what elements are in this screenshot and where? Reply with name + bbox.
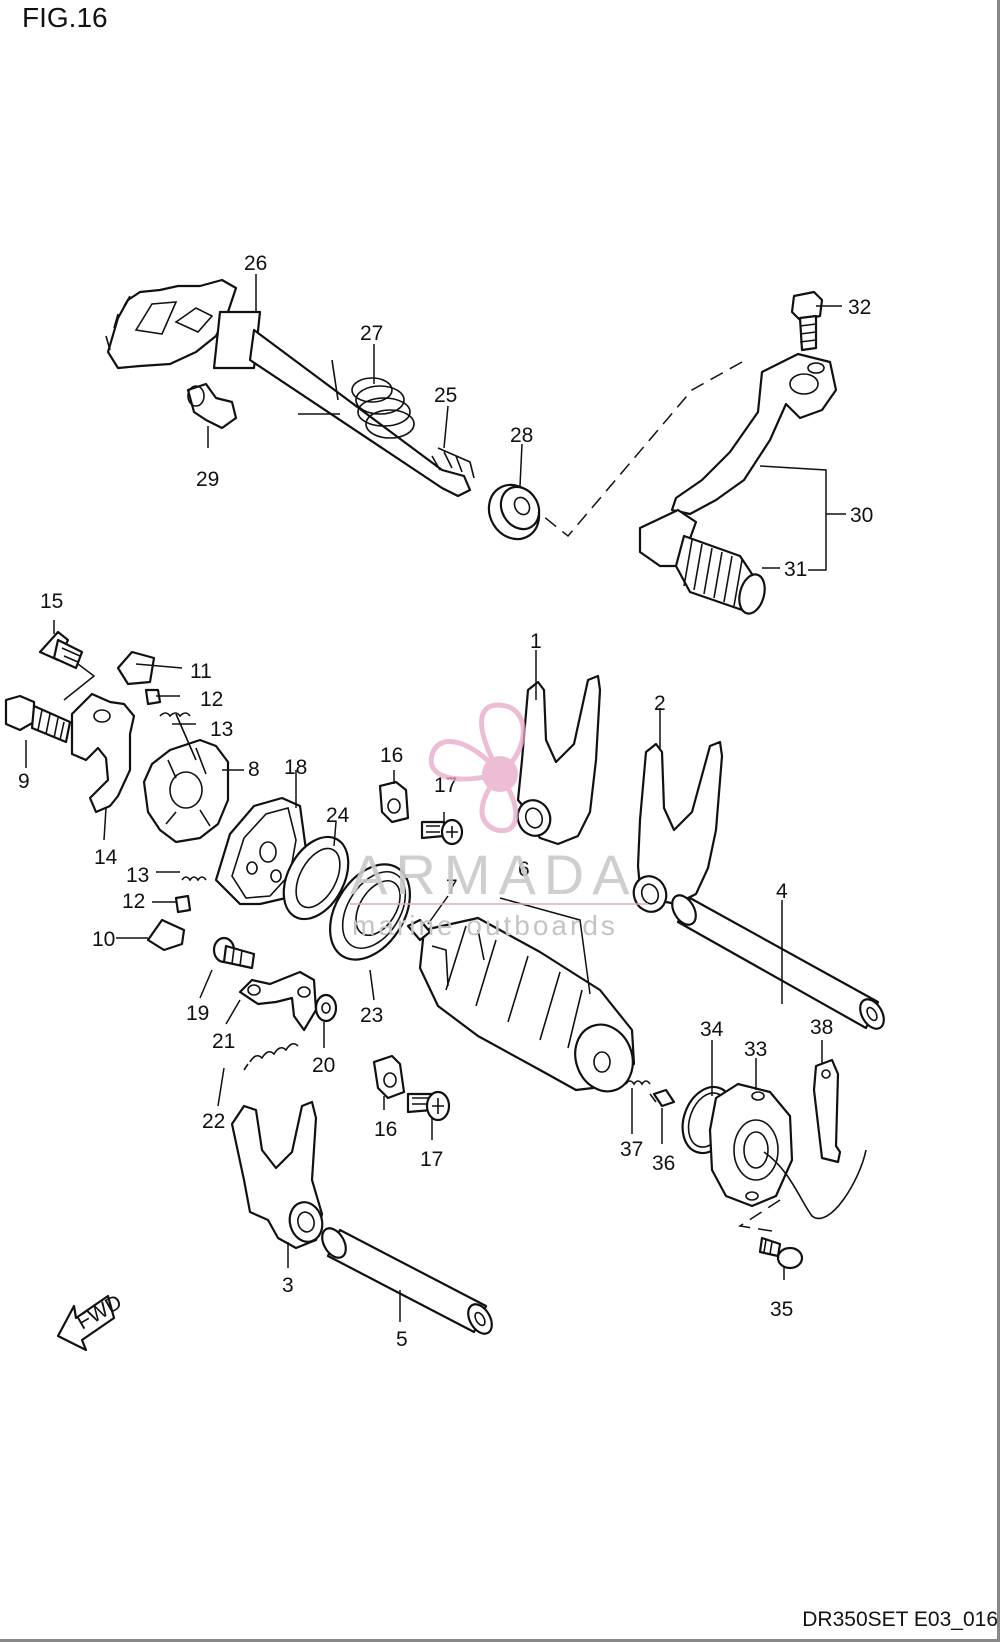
callout-37: 37	[620, 1138, 643, 1161]
callout-7: 7	[446, 876, 458, 899]
gearshift-cam-plate-8	[142, 713, 230, 844]
watermark-logo-icon	[350, 702, 648, 905]
bolt-32	[790, 290, 824, 352]
callout-36: 36	[652, 1152, 675, 1175]
callout-33: 33	[744, 1038, 767, 1061]
callout-30: 30	[850, 504, 873, 527]
frame-edge-right	[997, 0, 1000, 1642]
callout-3: 3	[282, 1274, 294, 1297]
callout-18: 18	[284, 756, 307, 779]
callout-12-lower: 12	[122, 890, 145, 913]
return-spring-27	[298, 359, 415, 439]
callout-2: 2	[654, 692, 666, 715]
screw-17-lower	[406, 1090, 451, 1122]
gearshift-lever-30	[638, 352, 838, 568]
spring-22	[243, 1042, 299, 1071]
spring-13-upper	[159, 712, 191, 718]
fork-shaft-4	[671, 894, 885, 1030]
bearing-23	[329, 863, 411, 961]
callout-14: 14	[94, 846, 118, 869]
footpeg-rubber-31	[674, 534, 766, 615]
pawl-11	[116, 650, 156, 686]
callout-13-upper: 13	[210, 718, 233, 741]
diagram-code: DR350SET E03_016	[802, 1608, 998, 1631]
screw-15	[38, 630, 84, 670]
fwd-arrow-icon: FWD	[56, 1290, 126, 1352]
spring-13-lower	[181, 876, 207, 882]
callout-10: 10	[92, 928, 115, 951]
callout-11: 11	[190, 660, 212, 683]
shift-fork-1	[516, 674, 602, 846]
callout-12-upper: 12	[200, 688, 223, 711]
contact-36	[649, 1088, 676, 1108]
fork-shaft-5	[321, 1227, 493, 1335]
washer-24	[282, 835, 350, 921]
callout-34: 34	[700, 1018, 724, 1041]
bolt-35	[758, 1236, 804, 1270]
leader-lines	[25, 274, 846, 1322]
callout-31: 31	[784, 558, 807, 581]
callout-13-lower: 13	[126, 864, 149, 887]
callout-4: 4	[776, 880, 788, 903]
callout-29: 29	[196, 468, 219, 491]
bolt-9	[4, 694, 72, 744]
watermark-tagline: marine outboards	[352, 910, 618, 941]
callout-26: 26	[244, 252, 267, 275]
callout-16-upper: 16	[380, 744, 403, 767]
callout-16-lower: 16	[374, 1118, 397, 1141]
plate-16-lower	[372, 1054, 406, 1100]
gearshift-shaft-26	[105, 278, 475, 498]
cam-stopper-14	[70, 692, 136, 814]
callout-19: 19	[186, 1002, 209, 1025]
frame-edge-bottom	[0, 1639, 1000, 1642]
pin-12-upper	[144, 688, 162, 706]
callout-22: 22	[202, 1110, 225, 1133]
callout-21: 21	[212, 1030, 235, 1053]
shift-fork-2	[632, 740, 724, 913]
callout-15: 15	[40, 590, 63, 613]
gearshift-cam-18	[214, 796, 308, 906]
callout-38: 38	[810, 1016, 833, 1039]
callout-8: 8	[248, 758, 260, 781]
callout-23: 23	[360, 1004, 383, 1027]
callout-24: 24	[326, 804, 350, 827]
watermark-brand: ARMADA	[350, 843, 638, 906]
pin-7	[406, 918, 432, 942]
callout-labels: 1 2 3 4 5 6 7 8 9 10 11 12 12 13 13 14 1…	[18, 252, 873, 1351]
callout-25: 25	[434, 384, 457, 407]
screw-17-upper	[420, 818, 464, 846]
pin-29	[186, 382, 238, 430]
callout-9: 9	[18, 770, 30, 793]
callout-27: 27	[360, 322, 383, 345]
washer-20	[314, 993, 338, 1023]
callout-6: 6	[518, 858, 530, 881]
callout-32: 32	[848, 296, 871, 319]
callout-1: 1	[530, 630, 542, 653]
callout-20: 20	[312, 1054, 335, 1077]
callout-17-lower: 17	[420, 1148, 443, 1171]
figure-title: FIG.16	[22, 2, 108, 33]
plate-16-upper	[378, 780, 410, 824]
callout-28: 28	[510, 424, 533, 447]
shift-fork-3	[230, 1100, 324, 1250]
spring-37	[625, 1080, 651, 1086]
bracket-38	[812, 1058, 842, 1164]
neutral-switch-33	[708, 1082, 867, 1220]
pawl-10	[146, 918, 186, 952]
gearshift-arm-21	[238, 970, 318, 1032]
oil-seal-28	[487, 483, 541, 541]
gearshift-cam-drum-6	[418, 916, 636, 1093]
bolt-19	[212, 936, 256, 970]
callout-35: 35	[770, 1298, 793, 1321]
callout-5: 5	[396, 1328, 408, 1351]
pin-12-lower	[174, 894, 192, 914]
